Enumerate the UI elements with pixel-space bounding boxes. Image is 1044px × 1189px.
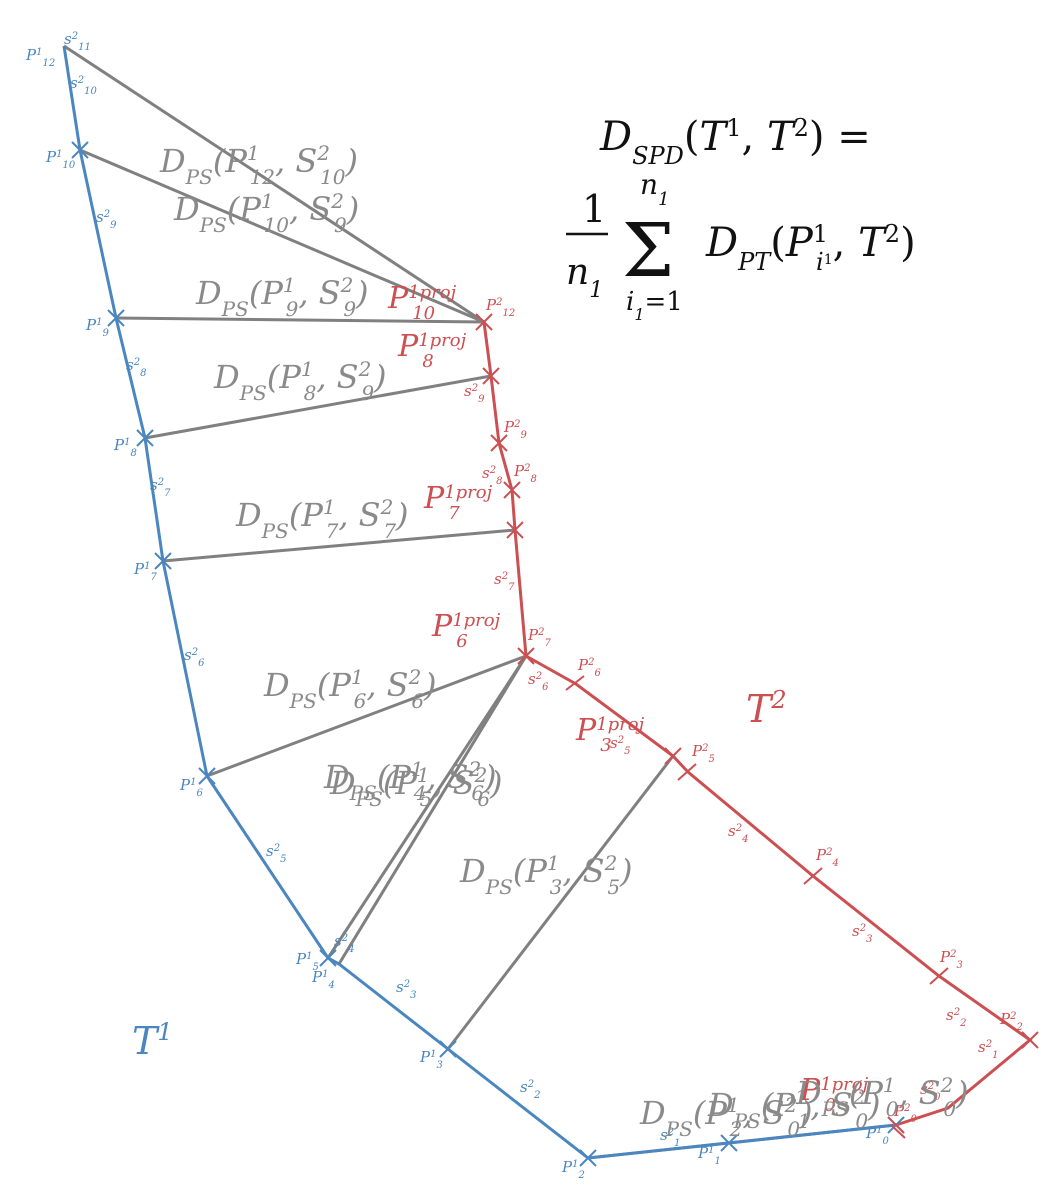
marker-t2-p3 — [929, 967, 949, 985]
marker-t2-p5b — [677, 763, 697, 781]
label-s2-2: s22 — [520, 1078, 540, 1101]
marker-t2-p7 — [517, 647, 535, 665]
label-s2-9: s29 — [96, 208, 117, 231]
label-p1-2: P12 — [561, 1158, 585, 1181]
connector-p12 — [63, 44, 485, 324]
marker-t1-p8 — [136, 429, 154, 447]
label-p2-7: P27 — [527, 626, 551, 649]
t2-point-markers — [475, 313, 1039, 1139]
label-s2-6: s26 — [184, 646, 205, 669]
label-s2-4-red: s24 — [728, 822, 748, 845]
formula-sigma: Σ — [622, 208, 674, 294]
connector-p8 — [144, 374, 492, 440]
marker-t1-p4 — [319, 949, 337, 967]
label-s2-4: s24 — [334, 932, 354, 955]
label-p1-8: P18 — [113, 436, 137, 459]
label-p1-9: P19 — [85, 316, 109, 339]
label-s2-5-red: s25 — [610, 734, 630, 757]
marker-t2-p8a — [490, 434, 508, 452]
connector-p3 — [446, 755, 675, 1050]
marker-t1-p6 — [198, 767, 216, 785]
connector-p7 — [162, 528, 516, 563]
label-s2-3: s23 — [396, 978, 416, 1001]
label-s2-7-red: s27 — [494, 570, 515, 593]
marker-t1-p10 — [71, 141, 89, 159]
label-p2-5: P25 — [691, 742, 715, 765]
connector-p9 — [115, 316, 485, 324]
trajectory-t1-line — [62, 45, 897, 1160]
formula-frac-den: n1 — [566, 252, 603, 303]
marker-t1-p9 — [107, 309, 125, 327]
t1-label: T1 — [132, 1018, 173, 1063]
marker-t1-p1 — [720, 1134, 738, 1152]
marker-t2-p1 — [1021, 1031, 1039, 1049]
label-s2-2-red: s22 — [946, 1006, 966, 1029]
connector-p10 — [79, 148, 485, 324]
label-p1-6: P16 — [179, 776, 203, 799]
formula-frac-num: 1 — [582, 187, 606, 231]
label-p1-1: P11 — [697, 1144, 721, 1167]
label-p2-9: P29 — [503, 418, 527, 441]
formula-lhs: DSPD(T1, T2) = — [599, 114, 871, 170]
marker-t2-p4 — [803, 867, 823, 885]
label-p2-3: P23 — [939, 948, 963, 971]
label-p2-4: P24 — [815, 846, 839, 869]
label-s2-10: s210 — [70, 74, 97, 97]
label-p1-10: P110 — [45, 148, 76, 171]
label-s2-3-red: s23 — [852, 922, 872, 945]
connector-p6 — [206, 654, 527, 778]
label-p1-7: P17 — [133, 560, 157, 583]
marker-t2-p5 — [664, 747, 682, 765]
marker-t2-p9 — [482, 367, 500, 385]
label-s2-5: s25 — [266, 842, 286, 865]
label-p2-6: P26 — [577, 656, 601, 679]
label-p1-4: P14 — [311, 968, 335, 991]
marker-t2-p7a — [506, 521, 524, 539]
connector-p4 — [326, 655, 528, 959]
label-p1-12: P112 — [25, 46, 55, 69]
label-s2-6-red: s26 — [528, 670, 549, 693]
marker-t1-p7 — [154, 552, 172, 570]
marker-t2-p12 — [475, 313, 493, 331]
t2-point-labels: P212 s29 P29 s28 P28 s27 P27 s26 P26 s25… — [464, 296, 1023, 1125]
marker-t2-p6 — [565, 675, 585, 691]
marker-t1-p3 — [439, 1040, 457, 1058]
label-p2-8: P28 — [513, 462, 537, 485]
label-p2-2: P22 — [999, 1010, 1023, 1033]
trajectory-t2-line — [482, 321, 1033, 1127]
label-s2-1-red: s21 — [978, 1038, 998, 1061]
marker-t1-p2 — [579, 1149, 597, 1167]
marker-t2-p0 — [887, 1116, 906, 1139]
label-p1-3: P13 — [419, 1048, 443, 1071]
connector-p5 — [337, 655, 528, 965]
formula-sum-upper: n1 — [640, 168, 670, 210]
marker-t2-p8 — [503, 481, 521, 499]
t1-point-labels: P112 s211 s210 P110 s29 P19 s28 P18 s27 … — [25, 30, 889, 1181]
label-s2-9-red: s29 — [464, 382, 485, 405]
t2-label: T2 — [746, 686, 787, 731]
